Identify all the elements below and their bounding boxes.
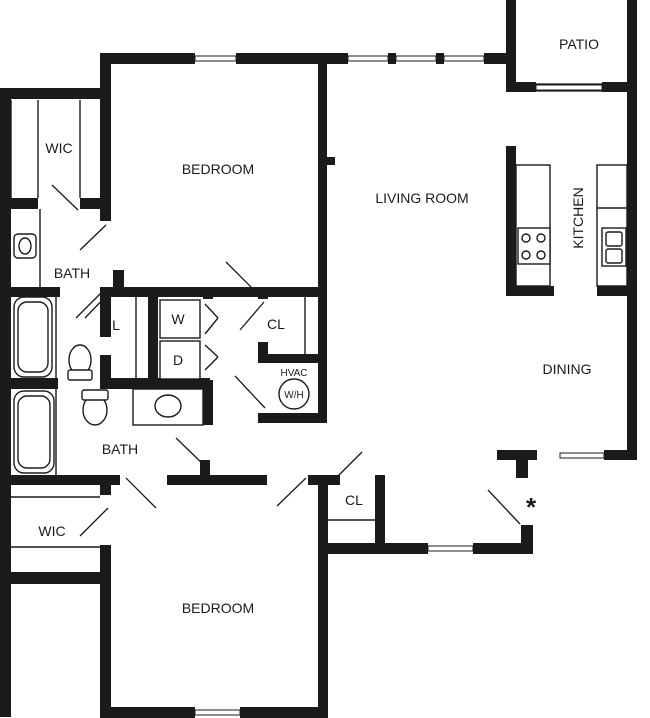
fixtures xyxy=(13,227,627,474)
doors xyxy=(51,83,602,537)
water-heater-label: W/H xyxy=(284,390,303,401)
dining-label: DINING xyxy=(543,361,592,377)
bedroom-bottom-label: BEDROOM xyxy=(182,600,254,616)
living-room-label: LIVING ROOM xyxy=(375,190,468,206)
room-labels: PATIO BEDROOM LIVING ROOM KITCHEN WIC BA… xyxy=(38,36,599,616)
entry-marker: * xyxy=(526,492,537,522)
washer-label: W xyxy=(171,311,185,327)
bath-top-label: BATH xyxy=(54,265,90,281)
thin-lines xyxy=(10,100,628,548)
bedroom-top-label: BEDROOM xyxy=(182,161,254,177)
dryer-label: D xyxy=(173,352,183,368)
patio-label: PATIO xyxy=(559,36,599,52)
windows xyxy=(194,55,605,716)
wic-top-label: WIC xyxy=(45,140,72,156)
bath-bottom-label: BATH xyxy=(102,441,138,457)
closet-hall-label: CL xyxy=(267,316,285,332)
hvac-label: HVAC xyxy=(280,368,307,379)
kitchen-label: KITCHEN xyxy=(570,187,586,248)
linen-label: L xyxy=(112,317,120,333)
closet-entry-label: CL xyxy=(345,492,363,508)
wic-bottom-label: WIC xyxy=(38,523,65,539)
